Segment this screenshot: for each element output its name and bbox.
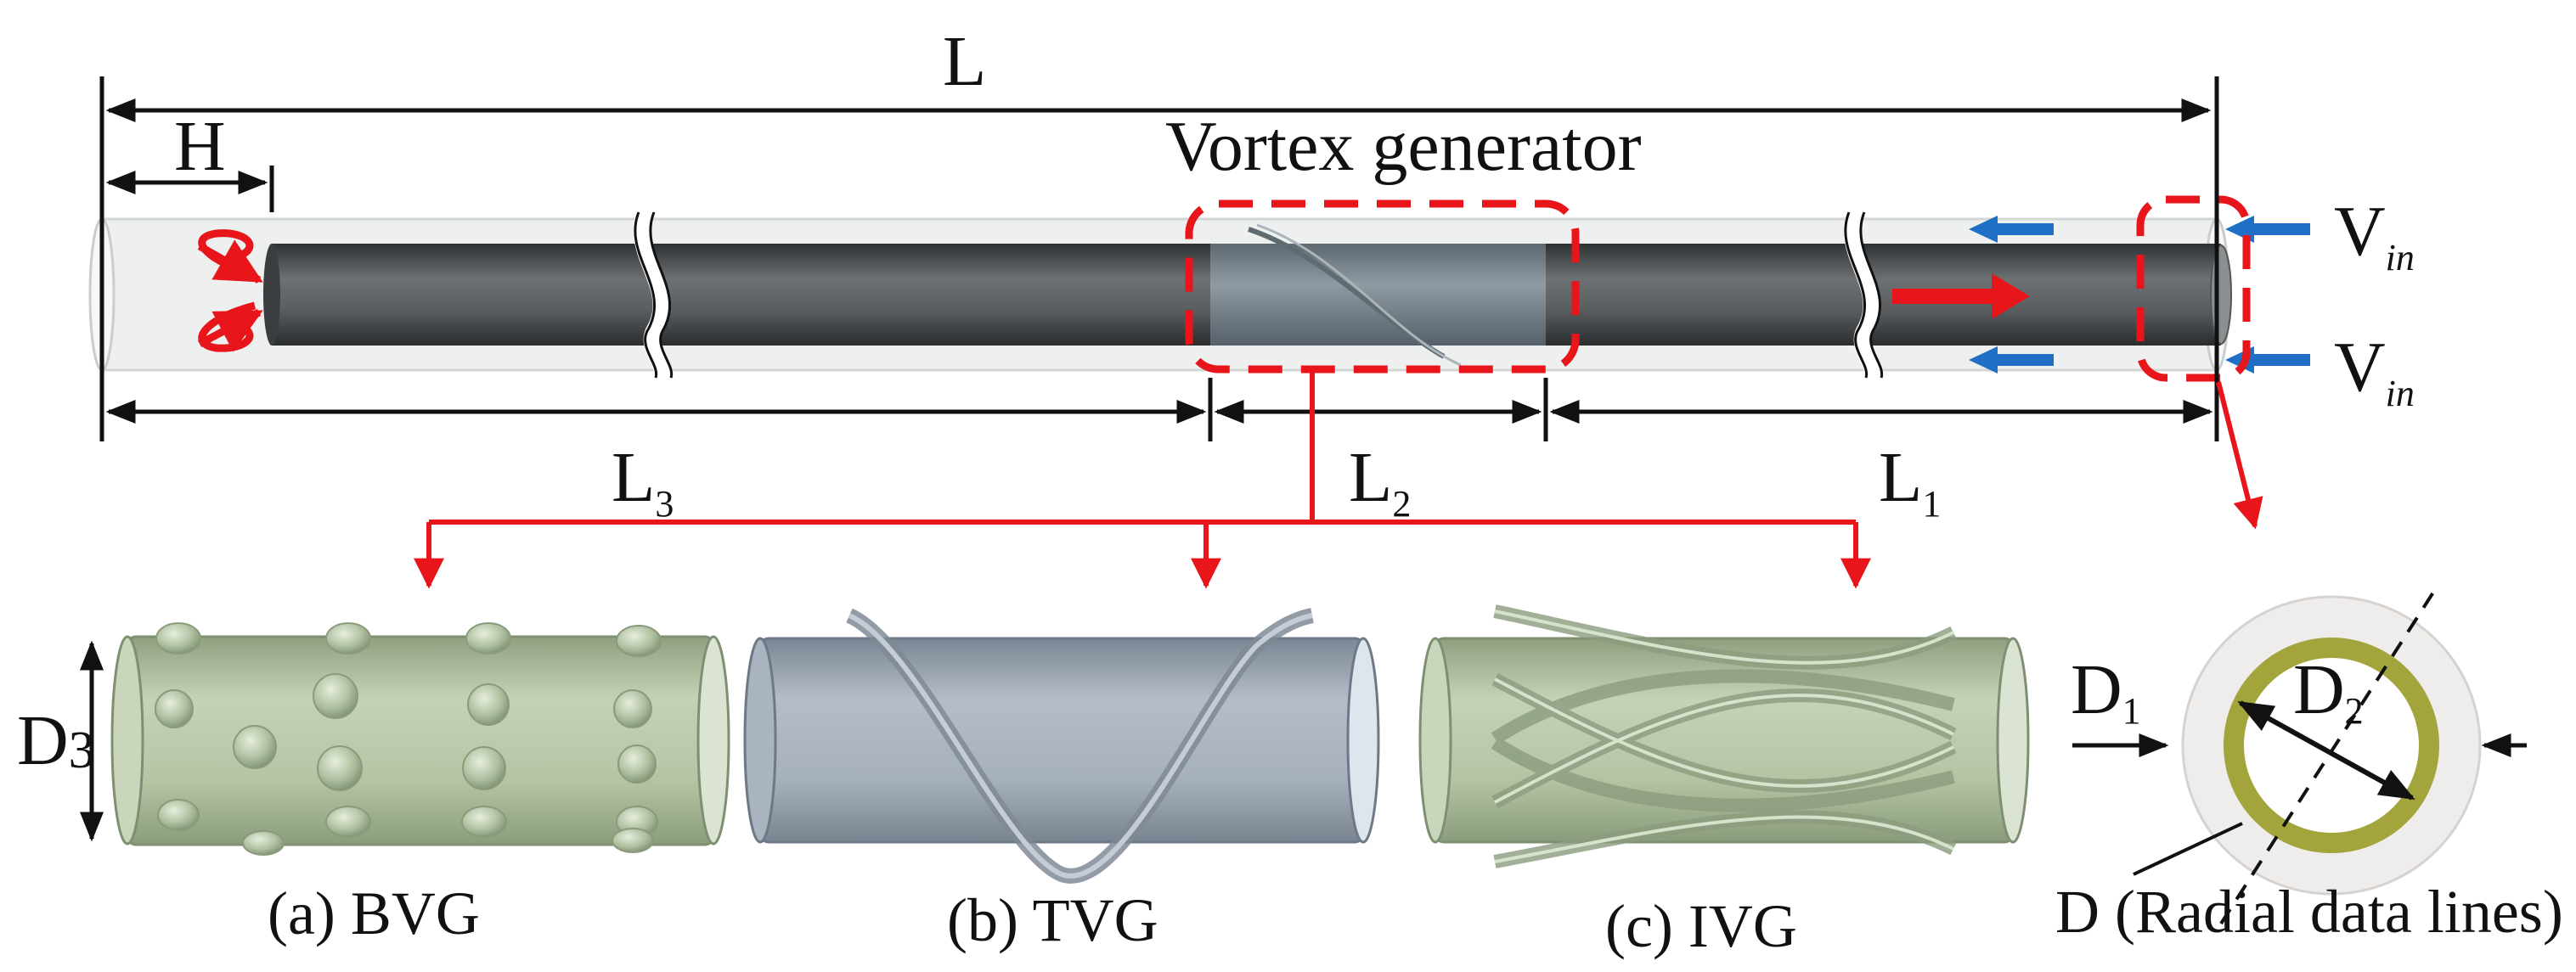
pipe-break-left	[633, 209, 674, 381]
label-radial-data-lines: D (Radial data lines)	[2055, 878, 2563, 946]
caption-ivg: (c) IVG	[1605, 892, 1797, 960]
label-D2: D2	[2293, 650, 2364, 732]
caption-bvg: (a) BVG	[268, 879, 480, 947]
label-L: L	[943, 22, 986, 101]
label-L3: L3	[612, 438, 674, 525]
flow-direction-arrow	[1892, 273, 2030, 319]
ivg-model	[1418, 604, 2030, 868]
label-vortex-generator: Vortex generator	[1165, 107, 1642, 186]
connector-lines	[414, 372, 2263, 589]
label-L1: L1	[1879, 438, 1941, 525]
inlet-highlight	[2136, 195, 2251, 382]
dimension-lines	[99, 76, 2219, 441]
tvg-model	[743, 608, 1380, 884]
vortex-generator-highlight	[1185, 199, 1580, 374]
label-L2: L2	[1349, 438, 1411, 525]
bvg-model	[110, 622, 730, 856]
label-H: H	[174, 107, 226, 186]
inlet-arrows-blue	[1969, 216, 2310, 374]
flow-return-arrows	[197, 229, 263, 352]
label-D3: D3	[17, 701, 95, 780]
cross-section	[2072, 584, 2527, 925]
inner-pipe	[263, 223, 2232, 367]
caption-tvg: (b) TVG	[947, 886, 1158, 954]
label-v-in-bottom: Vin	[2334, 328, 2415, 414]
pipe-break-right	[1843, 209, 1884, 381]
label-v-in-top: Vin	[2334, 192, 2415, 278]
label-D1: D1	[2071, 650, 2141, 732]
